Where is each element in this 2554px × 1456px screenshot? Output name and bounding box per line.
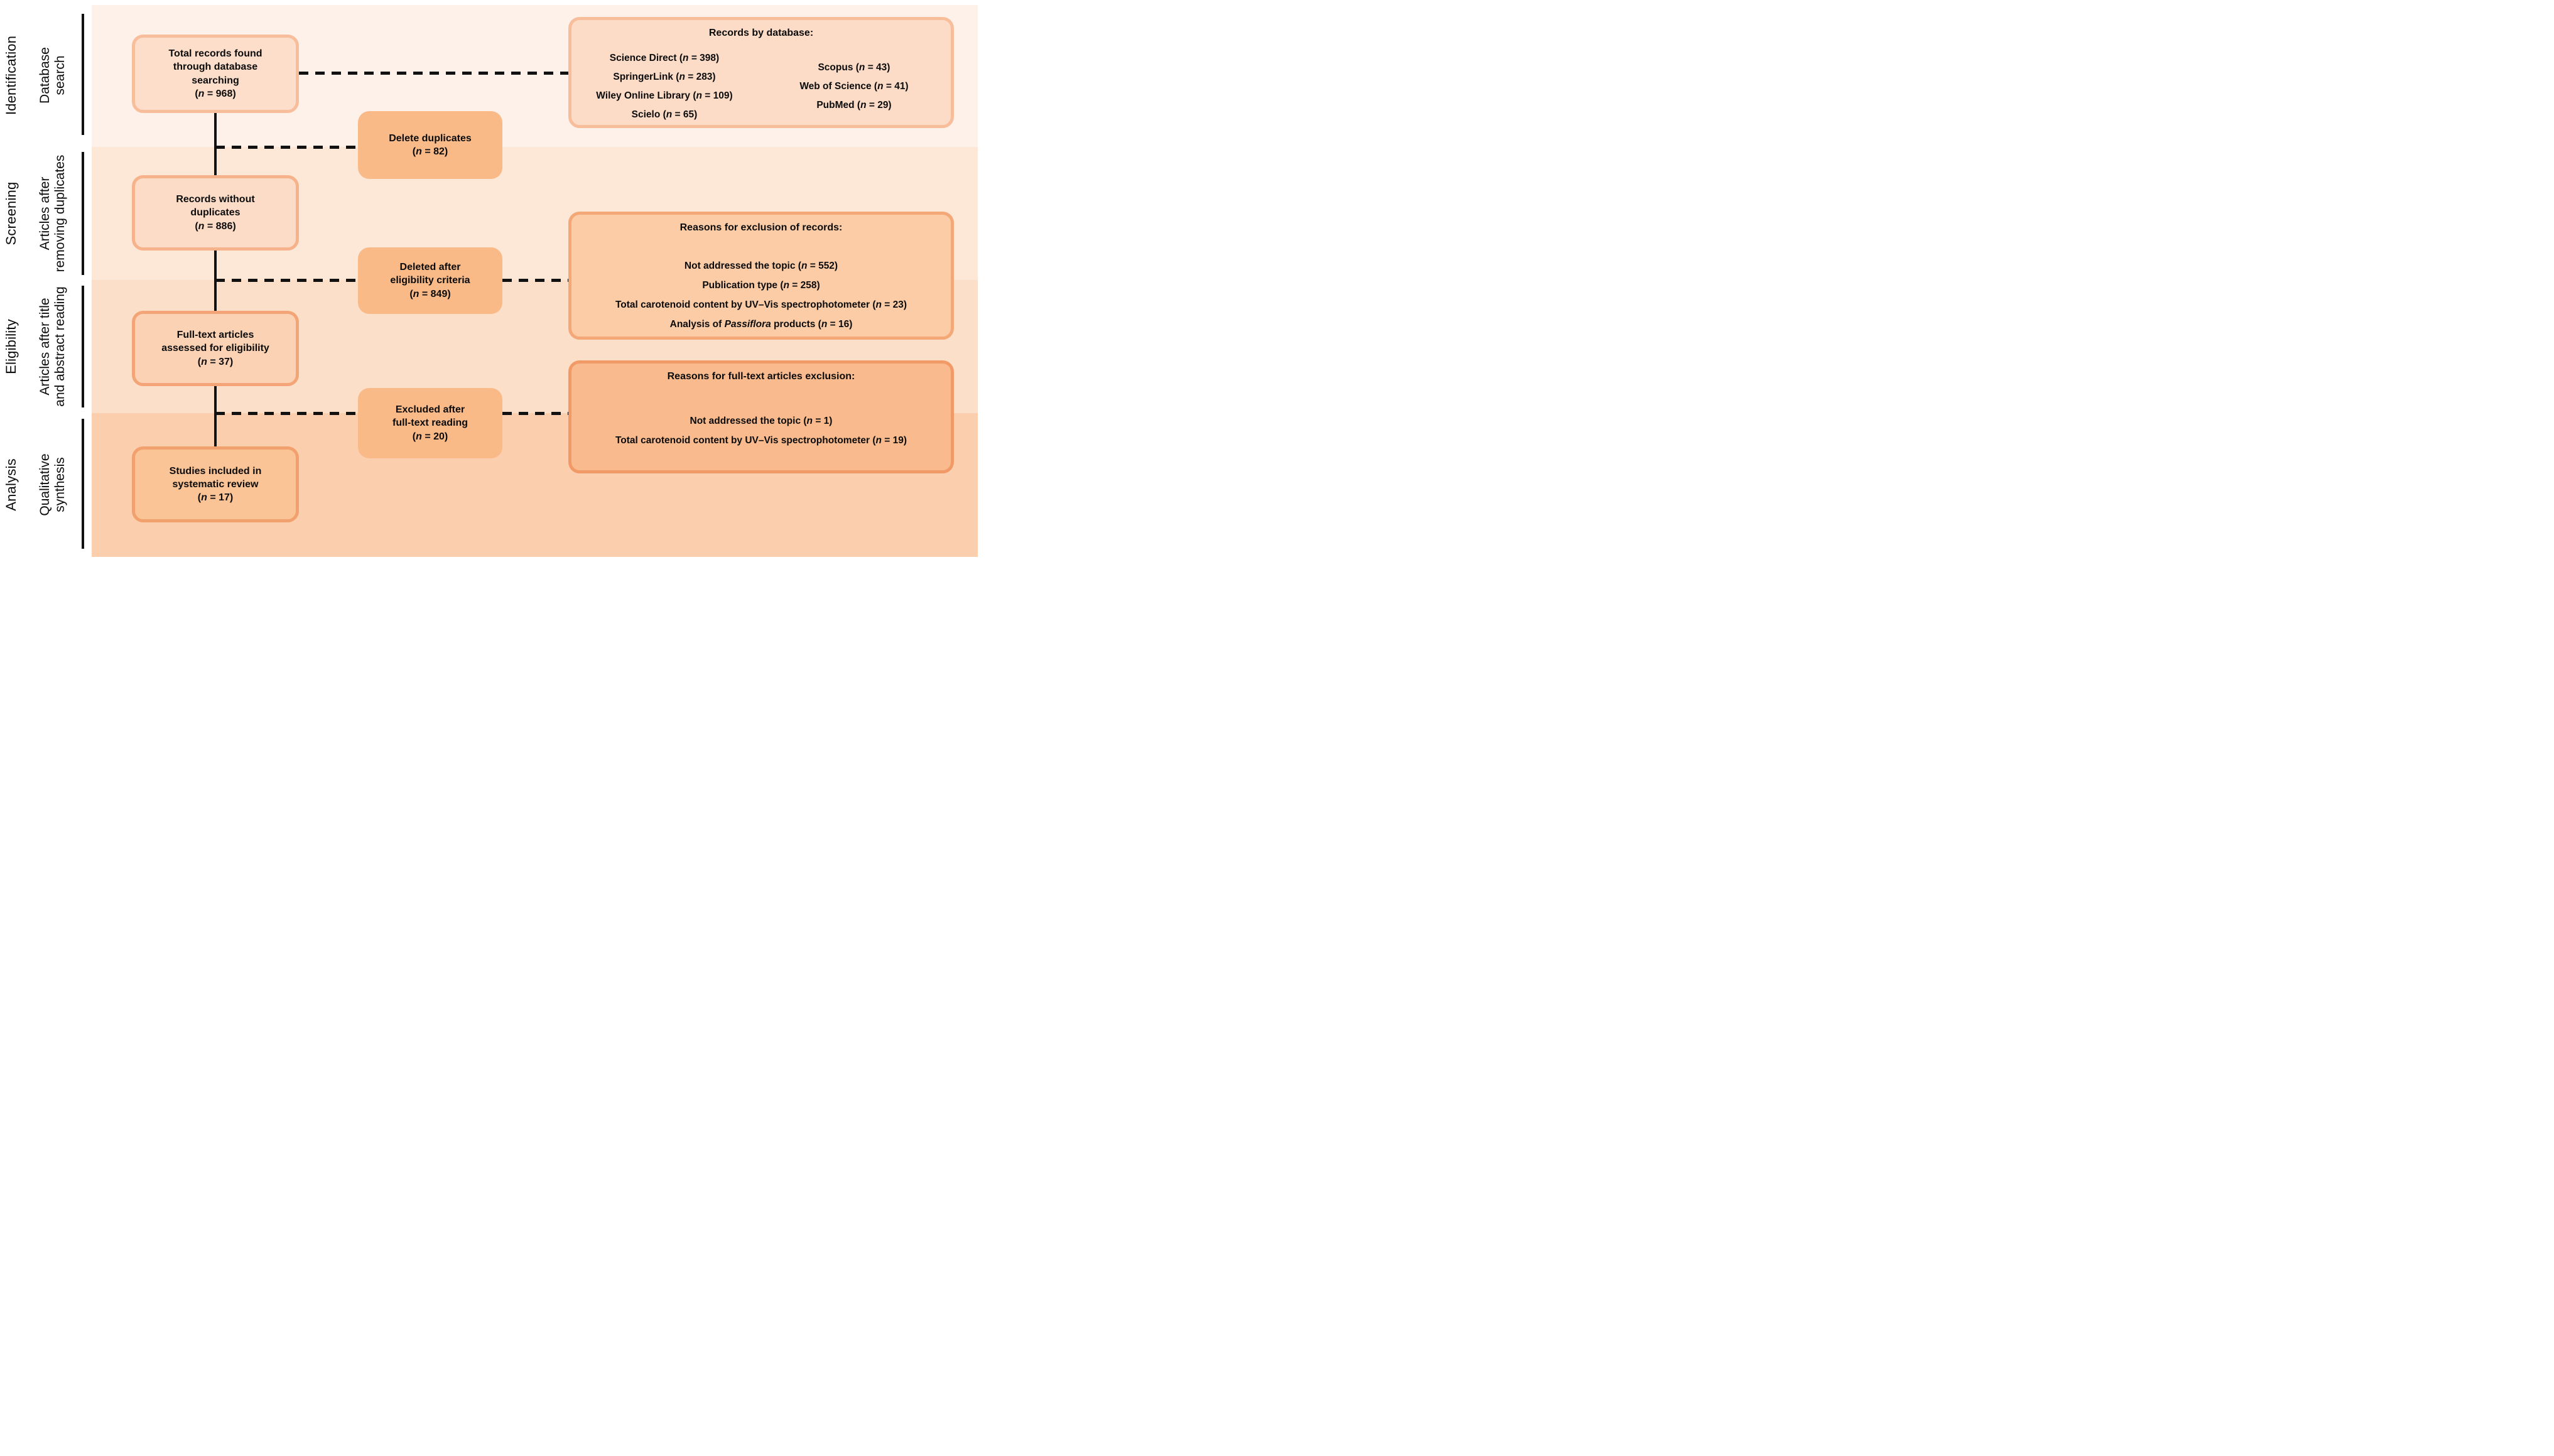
panel-reasons-exclusion-fulltext-title: Reasons for full-text articles exclusion… <box>667 371 855 382</box>
panel-reasons-exclusion-fulltext: Reasons for full-text articles exclusion… <box>568 360 954 473</box>
box-delete-duplicates: Delete duplicates(n = 82) <box>358 111 502 179</box>
dashed-to-deleted-eligibility <box>215 279 358 282</box>
reasons-exclusion-fulltext-list: Not addressed the topic (n = 1)Total car… <box>615 416 907 446</box>
dashed-deleted-eligibility-to-reasons <box>502 279 568 282</box>
dashed-to-delete-duplicates <box>215 146 358 149</box>
connector-total-to-without-duplicates <box>214 113 217 175</box>
bracket-eligibility <box>82 286 84 407</box>
bracket-screening <box>82 152 84 275</box>
database-count-column-2: Scopus (n = 43)Web of Science (n = 41)Pu… <box>799 62 909 111</box>
dashed-to-excluded-fulltext <box>215 412 358 415</box>
connector-fulltext-to-included <box>214 386 217 446</box>
stage-label-identification: Identification <box>3 35 19 116</box>
stage-label-screening: Screening <box>3 181 19 245</box>
stage-label-eligibility: Eligibility <box>3 319 19 374</box>
dashed-excluded-to-reasons-fulltext <box>502 412 568 415</box>
panel-reasons-exclusion-records-title: Reasons for exclusion of records: <box>679 222 843 233</box>
prisma-flow-diagram: Identification Screening Eligibility Ana… <box>0 0 985 561</box>
bracket-identification <box>82 14 84 135</box>
bracket-analysis <box>82 419 84 549</box>
stage-label-analysis: Analysis <box>3 458 19 511</box>
dashed-total-to-databases <box>299 72 568 75</box>
panel-reasons-exclusion-records: Reasons for exclusion of records: Not ad… <box>568 212 954 340</box>
reasons-exclusion-records-list: Not addressed the topic (n = 552)Publica… <box>615 261 907 330</box>
panel-records-by-database-columns: Science Direct (n = 398)SpringerLink (n … <box>571 49 951 124</box>
panel-records-by-database-title: Records by database: <box>708 28 814 38</box>
panel-records-by-database: Records by database: Science Direct (n =… <box>568 17 954 128</box>
database-count-column-1: Science Direct (n = 398)SpringerLink (n … <box>596 53 733 120</box>
